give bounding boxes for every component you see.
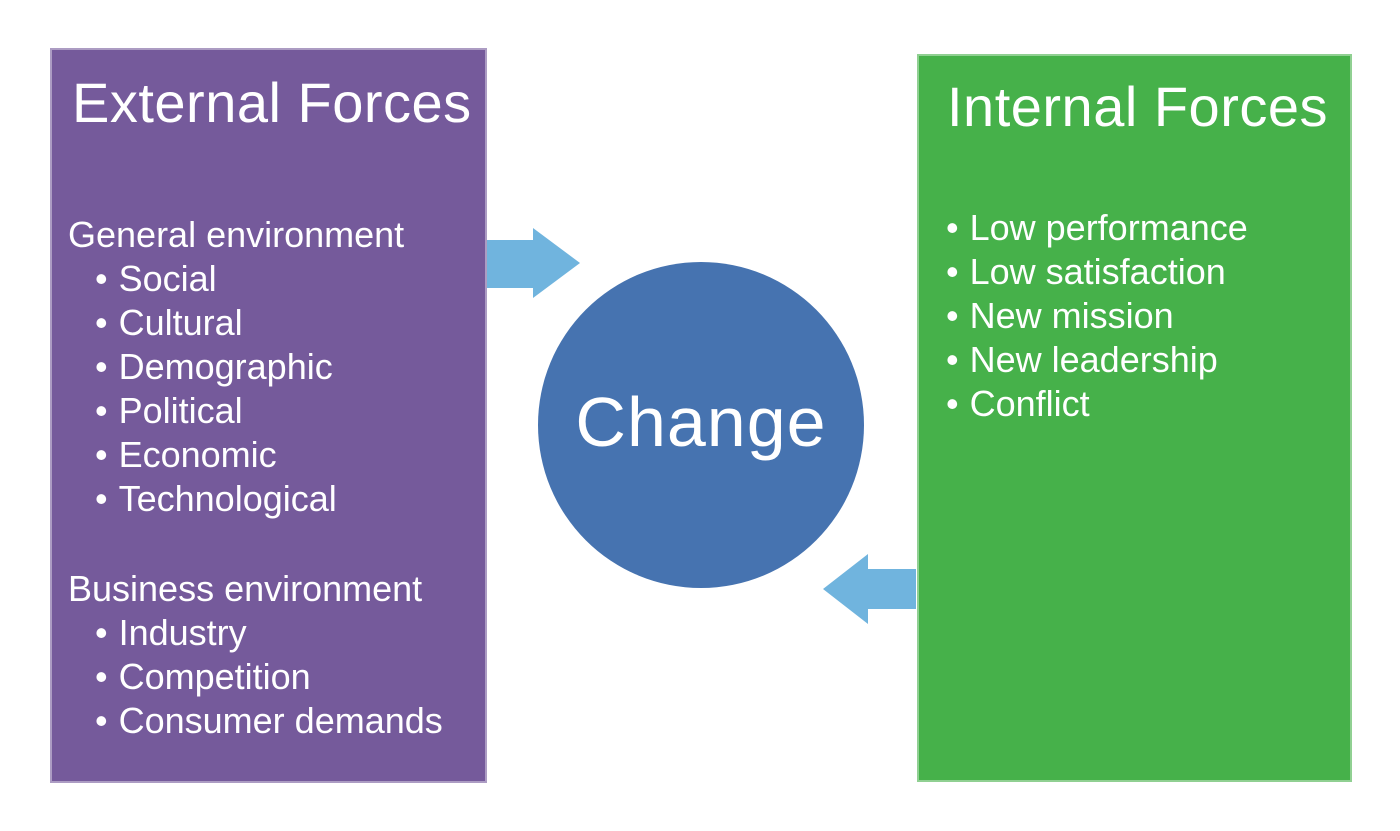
list-item: •Competition <box>68 655 443 699</box>
internal-forces-list: •Low performance •Low satisfaction •New … <box>919 206 1350 426</box>
bullet-icon: • <box>946 339 959 380</box>
list-item-label: Industry <box>118 612 247 653</box>
list-item: •Political <box>68 389 443 433</box>
bullet-icon: • <box>946 251 959 292</box>
business-environment-list: •Industry •Competition •Consumer demands <box>68 611 443 743</box>
arrow-left-icon <box>823 554 916 624</box>
arrow-right-head <box>533 228 580 298</box>
list-item: •Low performance <box>919 206 1350 250</box>
list-item: •New leadership <box>919 338 1350 382</box>
list-item-label: Economic <box>118 434 277 475</box>
internal-forces-panel: Internal Forces •Low performance •Low sa… <box>917 54 1352 782</box>
list-item-label: Demographic <box>118 346 333 387</box>
general-environment-list: •Social •Cultural •Demographic •Politica… <box>68 257 443 521</box>
list-item-label: Low performance <box>969 207 1248 248</box>
general-environment-group: General environment •Social •Cultural •D… <box>68 213 443 521</box>
list-item-label: Political <box>118 390 243 431</box>
arrow-left-head <box>823 554 868 624</box>
list-item: •Consumer demands <box>68 699 443 743</box>
list-item: •Economic <box>68 433 443 477</box>
change-circle: Change <box>538 262 864 588</box>
list-item: •Technological <box>68 477 443 521</box>
list-item: •Industry <box>68 611 443 655</box>
external-forces-title: External Forces <box>72 71 472 134</box>
list-item-label: Technological <box>118 478 337 519</box>
list-item: •Social <box>68 257 443 301</box>
bullet-icon: • <box>95 478 108 519</box>
bullet-icon: • <box>946 383 959 424</box>
bullet-icon: • <box>946 295 959 336</box>
list-item: •Conflict <box>919 382 1350 426</box>
bullet-icon: • <box>95 434 108 475</box>
bullet-icon: • <box>95 390 108 431</box>
business-environment-group: Business environment •Industry •Competit… <box>68 567 443 743</box>
internal-forces-title: Internal Forces <box>947 75 1328 138</box>
arrow-right-icon <box>487 228 580 298</box>
list-item: •Low satisfaction <box>919 250 1350 294</box>
list-item-label: Conflict <box>969 383 1090 424</box>
change-label: Change <box>575 383 827 461</box>
list-item-label: New leadership <box>969 339 1218 380</box>
general-environment-label: General environment <box>68 214 405 255</box>
list-item: •New mission <box>919 294 1350 338</box>
bullet-icon: • <box>95 346 108 387</box>
list-item-label: Social <box>118 258 217 299</box>
arrow-right-shaft <box>487 240 534 288</box>
bullet-icon: • <box>95 302 108 343</box>
list-item: •Demographic <box>68 345 443 389</box>
list-item-label: Competition <box>118 656 311 697</box>
business-environment-label: Business environment <box>68 568 423 609</box>
list-item-label: Cultural <box>118 302 243 343</box>
bullet-icon: • <box>95 656 108 697</box>
list-item-label: Consumer demands <box>118 700 443 741</box>
bullet-icon: • <box>95 258 108 299</box>
bullet-icon: • <box>95 700 108 741</box>
arrow-left-shaft <box>867 569 916 609</box>
list-item: •Cultural <box>68 301 443 345</box>
external-forces-body: General environment •Social •Cultural •D… <box>68 213 443 743</box>
bullet-icon: • <box>946 207 959 248</box>
external-forces-panel: External Forces General environment •Soc… <box>50 48 487 783</box>
list-item-label: New mission <box>969 295 1174 336</box>
bullet-icon: • <box>95 612 108 653</box>
list-item-label: Low satisfaction <box>969 251 1226 292</box>
